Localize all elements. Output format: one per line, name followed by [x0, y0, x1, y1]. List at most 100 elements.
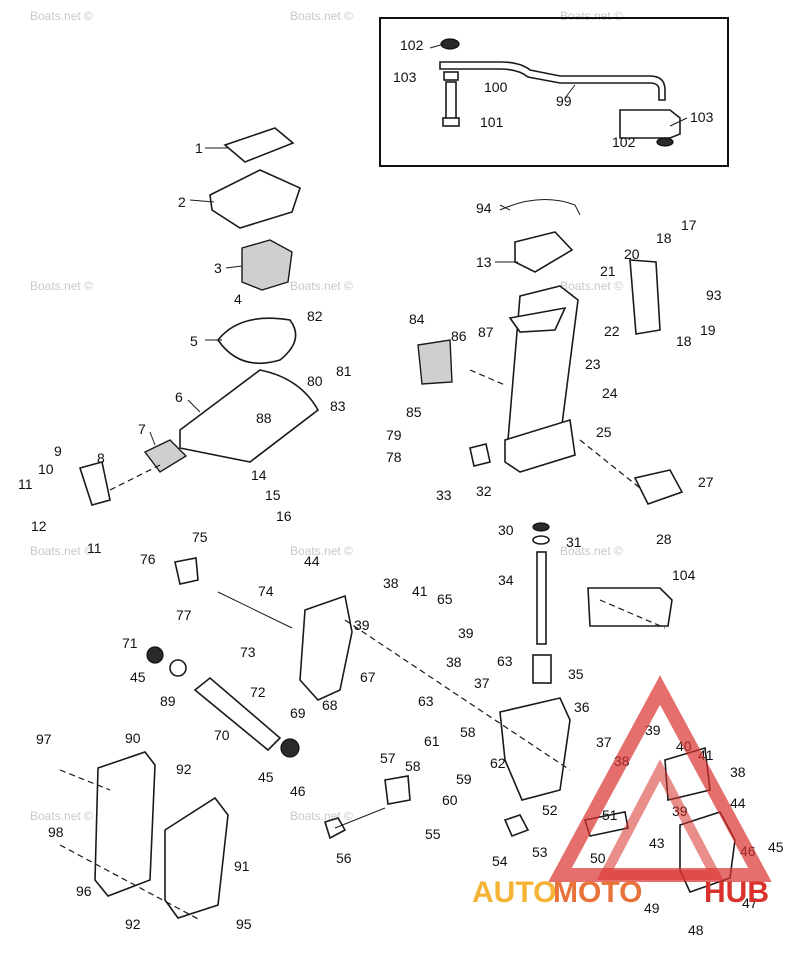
bracket-104 [587, 587, 673, 627]
callout-90: 90 [125, 730, 141, 746]
callout-73: 73 [240, 644, 256, 660]
callout-69: 69 [290, 705, 306, 721]
callout-89: 89 [160, 693, 176, 709]
adapter-plate-6 [179, 369, 320, 463]
side-plate-90 [94, 751, 156, 897]
callout-92b: 92 [125, 916, 141, 932]
callout-81: 81 [336, 363, 352, 379]
tiller-arm-rod [439, 61, 666, 101]
housing-base [504, 418, 576, 473]
mount-7 [143, 439, 188, 473]
callout-87: 87 [478, 324, 494, 340]
swivel-bracket-36 [499, 697, 571, 801]
callout-103a: 103 [393, 69, 417, 85]
watermark-text: Boats.net © [290, 809, 353, 823]
callout-17: 17 [681, 217, 697, 233]
watermark-text: Boats.net © [560, 9, 623, 23]
plate-1 [223, 127, 295, 163]
nut-30 [532, 522, 550, 532]
housing-3 [241, 239, 293, 291]
callout-37b: 37 [596, 734, 612, 750]
callout-95: 95 [236, 916, 252, 932]
callout-53: 53 [532, 844, 548, 860]
callout-65: 65 [437, 591, 453, 607]
callout-54: 54 [492, 853, 508, 869]
watermark-text: Boats.net © [290, 544, 353, 558]
callout-92a: 92 [176, 761, 192, 777]
callout-6: 6 [175, 389, 183, 405]
logo-text-auto: AUTO [472, 876, 556, 909]
watermark-text: Boats.net © [30, 544, 93, 558]
callout-5: 5 [190, 333, 198, 349]
callout-14: 14 [251, 467, 267, 483]
upper-left-assembly [78, 127, 320, 506]
callout-12: 12 [31, 518, 47, 534]
bolt-101 [445, 81, 457, 123]
callout-45b: 45 [258, 769, 274, 785]
callout-38d: 38 [730, 764, 746, 780]
callout-58a: 58 [405, 758, 421, 774]
callout-28: 28 [656, 531, 672, 547]
callout-25: 25 [596, 424, 612, 440]
callout-32: 32 [476, 483, 492, 499]
callout-9: 9 [54, 443, 62, 459]
callout-101: 101 [480, 114, 504, 130]
leader-lines [149, 43, 688, 446]
callout-82: 82 [307, 308, 323, 324]
bushing-103 [619, 109, 681, 139]
inset-border [379, 17, 729, 167]
callout-33: 33 [436, 487, 452, 503]
callout-39c: 39 [645, 722, 661, 738]
callout-45c: 45 [768, 839, 784, 855]
nut-102-bottom [656, 137, 674, 147]
watermark-text: Boats.net © [30, 809, 93, 823]
callout-78: 78 [386, 449, 402, 465]
callout-23: 23 [585, 356, 601, 372]
callout-41a: 41 [412, 583, 428, 599]
callout-35: 35 [568, 666, 584, 682]
callout-18b: 18 [676, 333, 692, 349]
driveshaft-housing [417, 199, 684, 505]
callout-57: 57 [380, 750, 396, 766]
lever-76 [174, 557, 199, 585]
callout-102a: 102 [400, 37, 424, 53]
seal-ring-5 [217, 317, 297, 364]
washer-31 [532, 535, 550, 545]
callout-55: 55 [425, 826, 441, 842]
callout-71: 71 [122, 635, 138, 651]
rod-74 [217, 591, 293, 629]
callout-39b: 39 [458, 625, 474, 641]
callout-47: 47 [742, 895, 758, 911]
callout-30: 30 [498, 522, 514, 538]
callout-59: 59 [456, 771, 472, 787]
callout-103b: 103 [690, 109, 714, 125]
callout-11b: 11 [87, 540, 102, 556]
callout-4: 4 [234, 291, 242, 307]
callout-58b: 58 [460, 724, 476, 740]
shaft-34 [536, 551, 547, 645]
callout-43: 43 [649, 835, 665, 851]
callout-96: 96 [76, 883, 92, 899]
callout-34: 34 [498, 572, 514, 588]
callout-83: 83 [330, 398, 346, 414]
callout-31: 31 [566, 534, 582, 550]
callout-62: 62 [490, 755, 506, 771]
callout-80: 80 [307, 373, 323, 389]
callout-24: 24 [602, 385, 618, 401]
watermark-text: Boats.net © [560, 544, 623, 558]
callout-68: 68 [322, 697, 338, 713]
callout-91: 91 [234, 858, 250, 874]
nut-102-top [440, 38, 460, 50]
callout-45a: 45 [130, 669, 146, 685]
seal-strip-94 [499, 199, 581, 216]
callout-76: 76 [140, 551, 156, 567]
logo-inner-triangle [596, 759, 724, 880]
clip-53 [503, 814, 530, 838]
callout-20: 20 [624, 246, 640, 262]
callout-18a: 18 [656, 230, 672, 246]
automotohub-logo: AUTO MOTO HUB [472, 675, 772, 909]
callout-46a: 46 [290, 783, 306, 799]
nut-71 [146, 646, 164, 664]
callout-63b: 63 [418, 693, 434, 709]
